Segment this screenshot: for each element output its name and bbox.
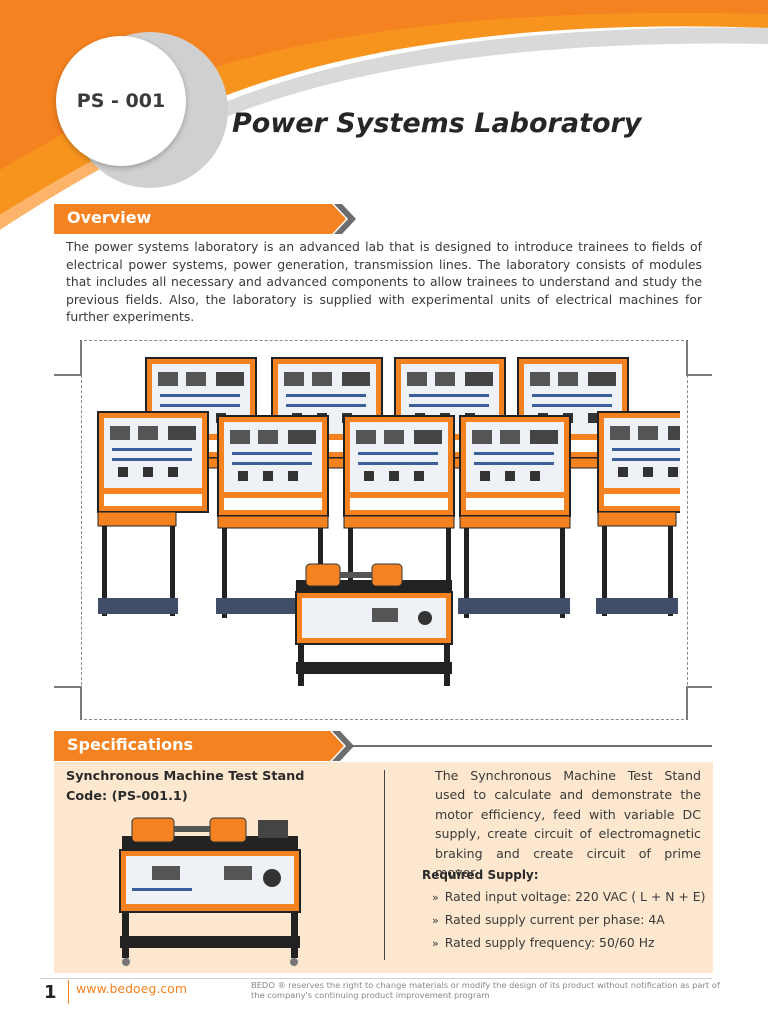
- list-item: »Rated supply frequency: 50/60 Hz: [432, 935, 655, 950]
- required-supply-label: Required Supply:: [422, 868, 539, 882]
- synchronous-machine-test-stand-image: [119, 817, 301, 966]
- lab-image-frame: [54, 340, 712, 720]
- page-number: 1: [44, 982, 57, 1003]
- overview-heading: Overview: [67, 208, 152, 227]
- bullet-icon: »: [432, 937, 439, 950]
- product-code-badge: PS - 001: [56, 36, 186, 166]
- list-item: »Rated supply current per phase: 4A: [432, 912, 665, 927]
- spec-column-divider: [384, 770, 385, 960]
- overview-section-header: Overview: [54, 204, 356, 234]
- required-supply-list: »Rated input voltage: 220 VAC ( L + N + …: [432, 889, 705, 958]
- lab-equipment-image: [97, 357, 680, 686]
- spec-item-title: Synchronous Machine Test Stand: [66, 769, 305, 784]
- page-title: Power Systems Laboratory: [232, 108, 642, 139]
- overview-paragraph: The power systems laboratory is an advan…: [66, 239, 702, 324]
- spec-description: The Synchronous Machine Test Stand used …: [435, 768, 701, 881]
- specifications-heading: Specifications: [67, 735, 193, 754]
- footer-rule: [40, 978, 712, 979]
- footer-separator: [68, 980, 69, 1004]
- footer-disclaimer: BEDO ® reserves the right to change mate…: [251, 980, 720, 1000]
- specifications-rule: [352, 745, 712, 747]
- website-link[interactable]: www.bedoeg.com: [76, 981, 187, 996]
- spec-item-heading: Synchronous Machine Test Stand Code: (PS…: [66, 767, 304, 807]
- list-item: »Rated input voltage: 220 VAC ( L + N + …: [432, 889, 706, 904]
- bullet-icon: »: [432, 914, 439, 927]
- bullet-icon: »: [432, 891, 439, 904]
- specifications-section-header: Specifications: [54, 731, 354, 761]
- product-code: PS - 001: [76, 90, 166, 112]
- spec-item-code: Code: (PS-001.1): [66, 789, 188, 804]
